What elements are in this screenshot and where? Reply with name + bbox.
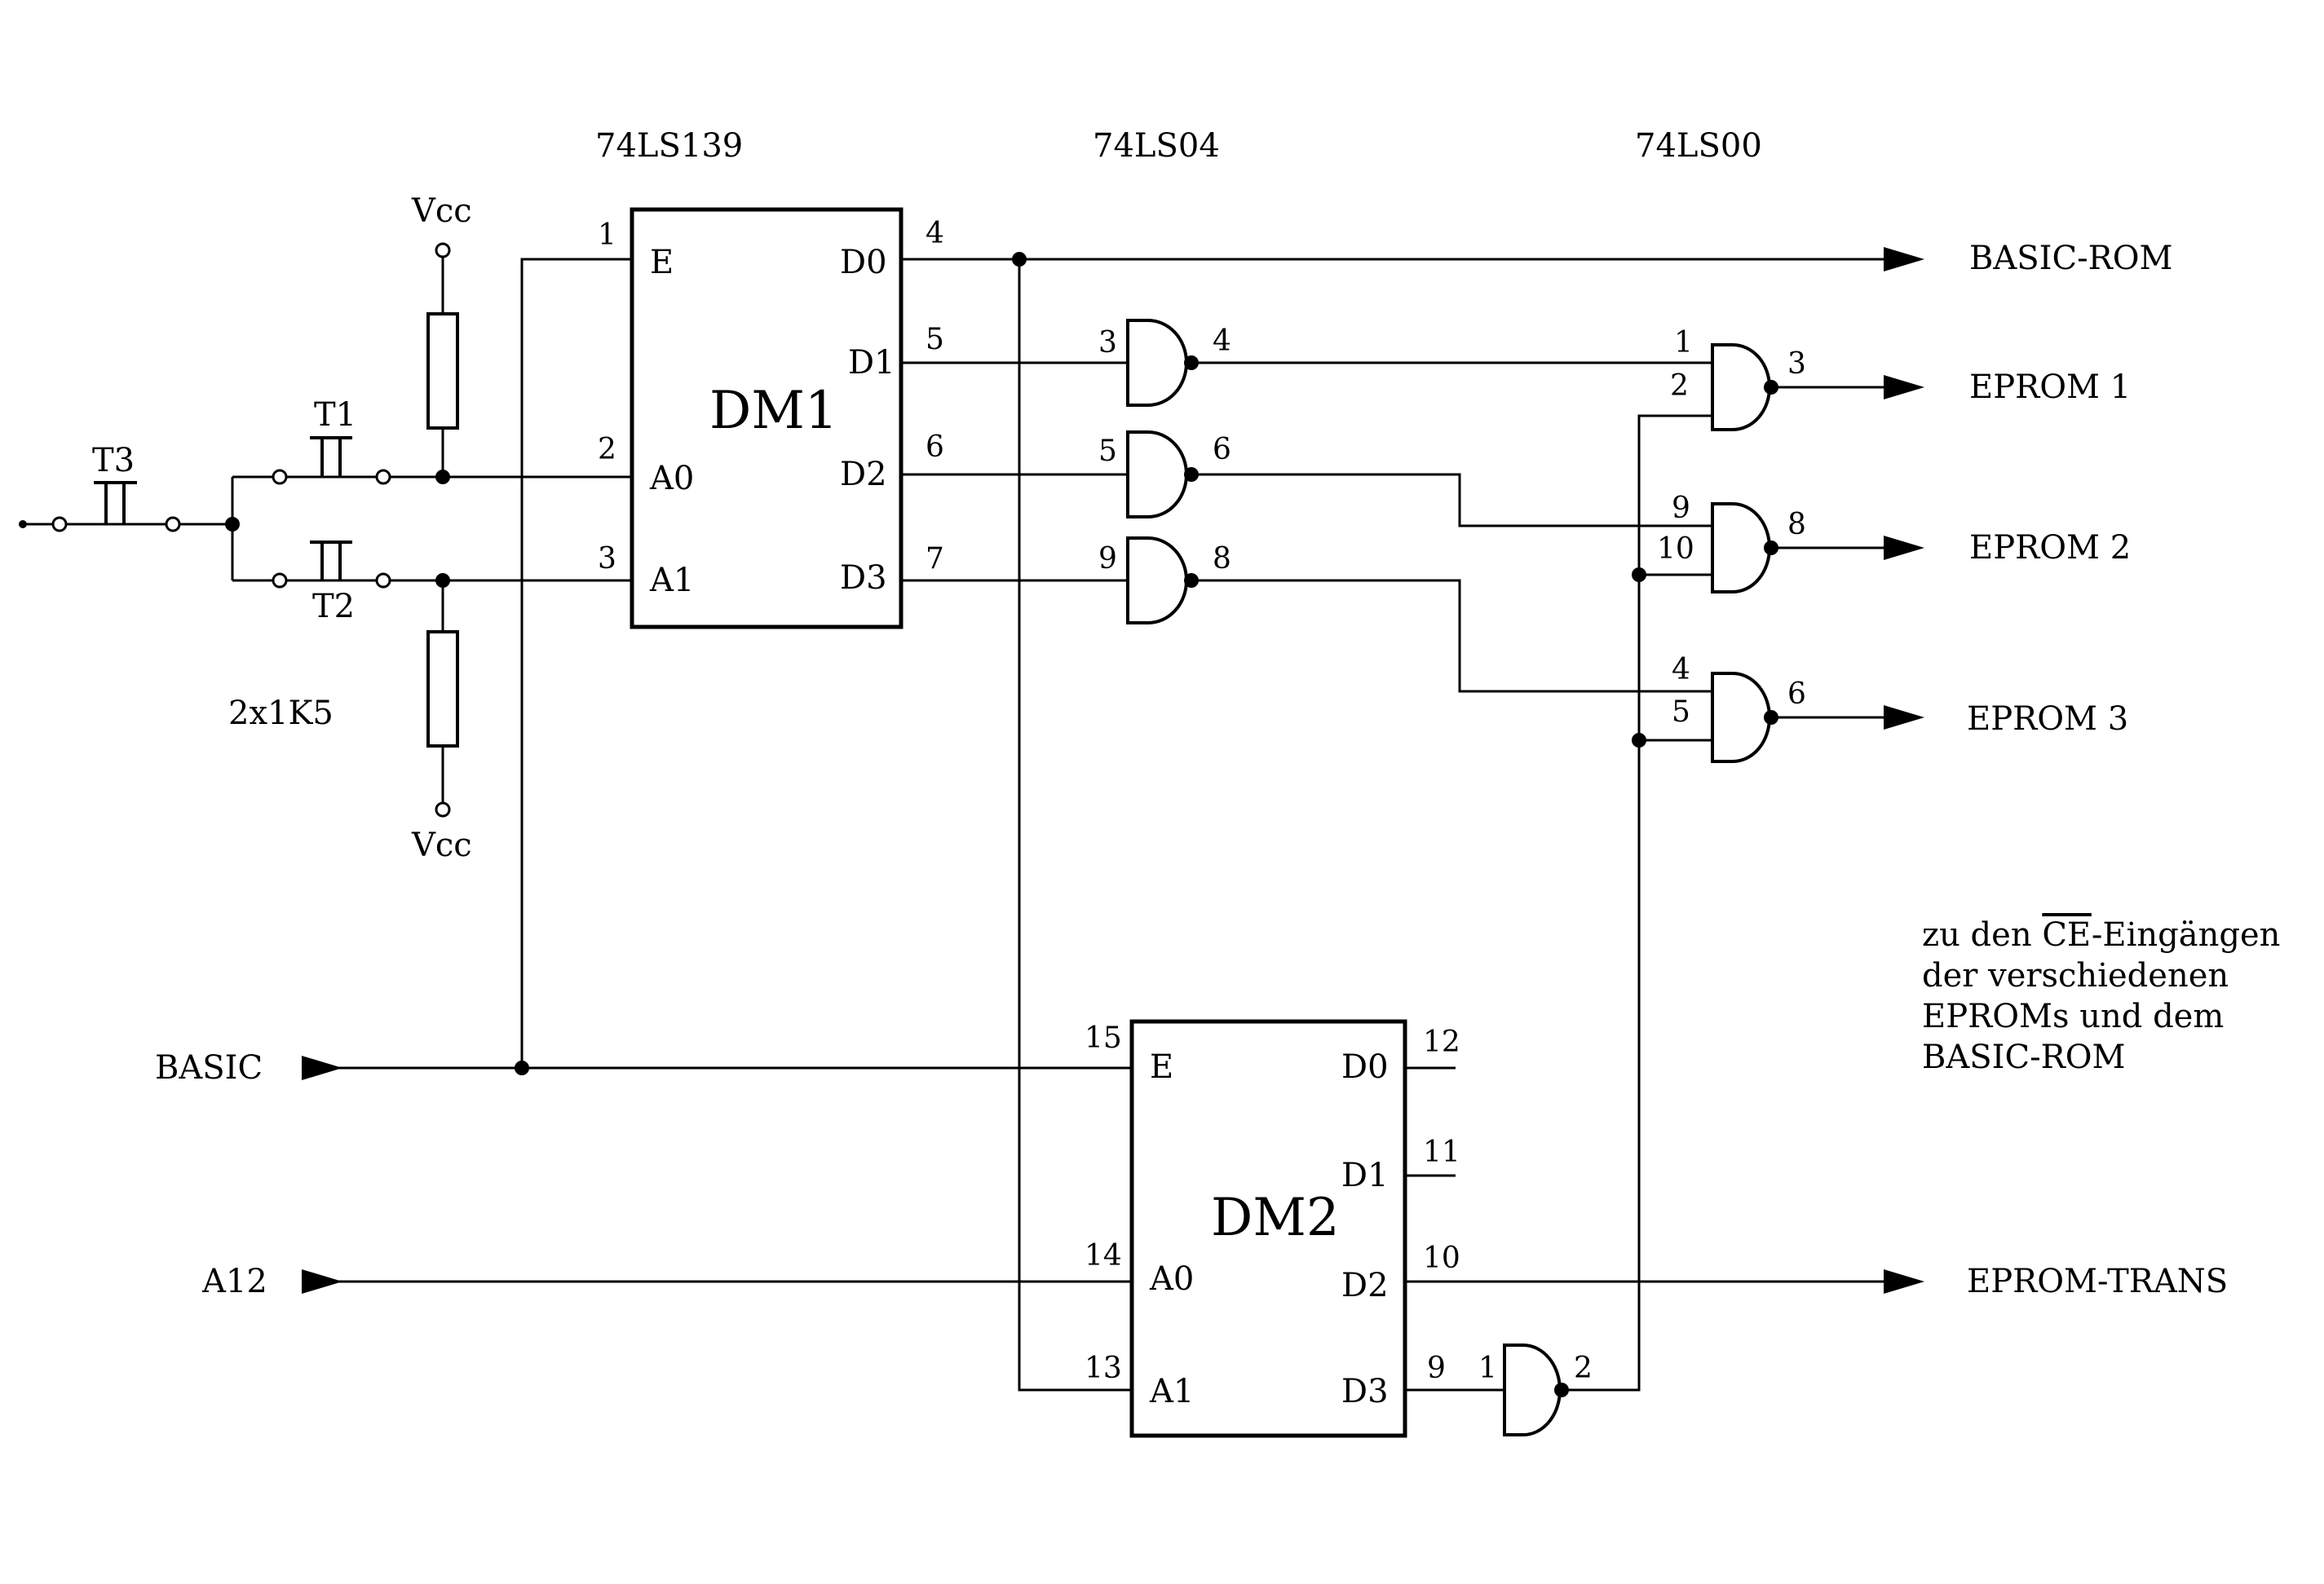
nand-1-pin-a: 1 [1674, 326, 1693, 360]
dm2-a1-label: A1 [1149, 1373, 1194, 1410]
note-line-2: der verschiedenen [1922, 957, 2229, 995]
switch-t2-label: T2 [312, 588, 355, 625]
nand-3-pin-b: 5 [1672, 695, 1690, 729]
inverter-1-pin-out: 4 [1213, 324, 1231, 358]
inverter-2-pin-out: 6 [1213, 433, 1231, 466]
output-eprom-trans-label: EPROM-TRANS [1967, 1263, 2228, 1300]
dm2-d2-label: D2 [1341, 1267, 1389, 1304]
dm1-d2-label: D2 [840, 456, 887, 493]
dm1-pin-d2: 6 [926, 430, 944, 464]
vcc-top-label: Vcc [411, 192, 472, 230]
note-text: zu den CE-Eingängen der verschiedenen EP… [1922, 916, 2280, 1076]
output-eprom2-label: EPROM 2 [1969, 529, 2131, 567]
output-arrows [1884, 247, 1924, 1294]
chip-dm2-body [1129, 1019, 1407, 1438]
dm2-a0-label: A0 [1149, 1260, 1194, 1298]
wires [23, 257, 1884, 1392]
nand-2-pin-a: 9 [1672, 492, 1690, 525]
dm2-d1-label: D1 [1341, 1157, 1389, 1194]
nand-1-pin-out: 3 [1787, 347, 1806, 381]
dm2-pin-d2: 10 [1423, 1242, 1460, 1275]
nand-gate-3: 4 5 6 [1672, 653, 1806, 763]
dm2-pin-d1: 11 [1423, 1136, 1460, 1169]
dm2-e-label: E [1150, 1048, 1173, 1086]
inverter-3-pin-out: 8 [1213, 542, 1231, 576]
dm2-pin-e: 15 [1085, 1021, 1122, 1055]
inverter-1-pin-in: 3 [1098, 326, 1117, 360]
input-basic-label: BASIC [155, 1049, 263, 1087]
vcc-bottom-label: Vcc [411, 827, 472, 864]
switch-t1: T1 [272, 396, 391, 485]
dm1-pin-a0: 2 [598, 433, 616, 466]
output-basic-rom-label: BASIC-ROM [1969, 240, 2172, 277]
resistor-value-label: 2x1K5 [228, 695, 334, 732]
note-line-4: BASIC-ROM [1922, 1039, 2125, 1076]
nand-1-pin-b: 2 [1670, 369, 1689, 403]
part-number-74ls04: 74LS04 [1093, 127, 1220, 165]
chip-dm1-body [630, 207, 904, 629]
switch-t2: T2 [272, 541, 391, 625]
dm2-d3-label: D3 [1341, 1373, 1389, 1410]
input-a12-label: A12 [201, 1263, 267, 1300]
part-number-74ls00: 74LS00 [1635, 127, 1762, 165]
dm1-pin-e: 1 [598, 218, 616, 252]
input-arrows [302, 1056, 342, 1294]
chip-dm2: DM2 E A0 A1 D0 D1 D2 D3 15 14 13 12 11 1… [1085, 1019, 1460, 1438]
inverter-2: 5 6 [1098, 430, 1231, 518]
nand-3-pin-a: 4 [1672, 653, 1690, 686]
chip-dm2-label: DM2 [1211, 1188, 1340, 1248]
inverter-4: 1 2 [1478, 1344, 1593, 1436]
dm2-pin-a1: 13 [1085, 1352, 1122, 1385]
inverter-4-pin-out: 2 [1574, 1352, 1593, 1385]
switch-t3-label: T3 [92, 442, 135, 479]
note-ce-overline: CE [2042, 916, 2092, 954]
output-eprom1-label: EPROM 1 [1969, 368, 2131, 406]
dm2-d0-label: D0 [1341, 1048, 1389, 1086]
note-line-1-suffix: -Eingängen [2092, 916, 2281, 954]
resistor-bottom: Vcc [411, 630, 472, 864]
nand-gate-1: 1 2 3 [1670, 326, 1806, 431]
inverter-2-pin-in: 5 [1098, 435, 1117, 468]
dm1-a1-label: A1 [649, 562, 694, 599]
dm2-pin-d3: 9 [1427, 1352, 1446, 1385]
dm1-pin-d0: 4 [926, 217, 944, 250]
resistor-top: Vcc [411, 192, 472, 430]
dm1-d1-label: D1 [848, 344, 895, 382]
junctions [19, 252, 1646, 1075]
dm1-a0-label: A0 [649, 460, 694, 497]
inverter-3-pin-in: 9 [1098, 542, 1117, 576]
nand-2-pin-b: 10 [1657, 532, 1694, 566]
part-number-74ls139: 74LS139 [595, 127, 743, 165]
dm1-pin-a1: 3 [598, 542, 616, 576]
switch-t1-label: T1 [314, 396, 356, 434]
dm1-pin-d3: 7 [926, 542, 944, 576]
dm1-pin-d1: 5 [926, 323, 944, 356]
inverter-3: 9 8 [1098, 536, 1231, 624]
dm1-d3-label: D3 [840, 559, 887, 597]
nand-3-pin-out: 6 [1787, 677, 1806, 711]
note-line-1: zu den CE-Eingängen [1922, 916, 2280, 954]
note-line-1-prefix: zu den [1922, 916, 2042, 954]
note-line-3: EPROMs und dem [1922, 998, 2224, 1035]
inverter-4-pin-in: 1 [1478, 1352, 1497, 1385]
output-eprom3-label: EPROM 3 [1967, 700, 2128, 738]
chip-dm1-label: DM1 [709, 381, 838, 441]
nand-gate-2: 9 10 8 [1657, 492, 1806, 593]
switch-t3: T3 [51, 442, 181, 532]
dm1-d0-label: D0 [840, 244, 887, 281]
nand-2-pin-out: 8 [1787, 508, 1806, 541]
dm2-pin-a0: 14 [1085, 1239, 1122, 1273]
dm2-pin-d0: 12 [1423, 1026, 1460, 1059]
dm1-e-label: E [650, 244, 674, 281]
inverter-1: 3 4 [1098, 319, 1231, 407]
chip-dm1: DM1 E A0 A1 D0 D1 D2 D3 1 2 3 4 5 6 7 [598, 207, 944, 629]
